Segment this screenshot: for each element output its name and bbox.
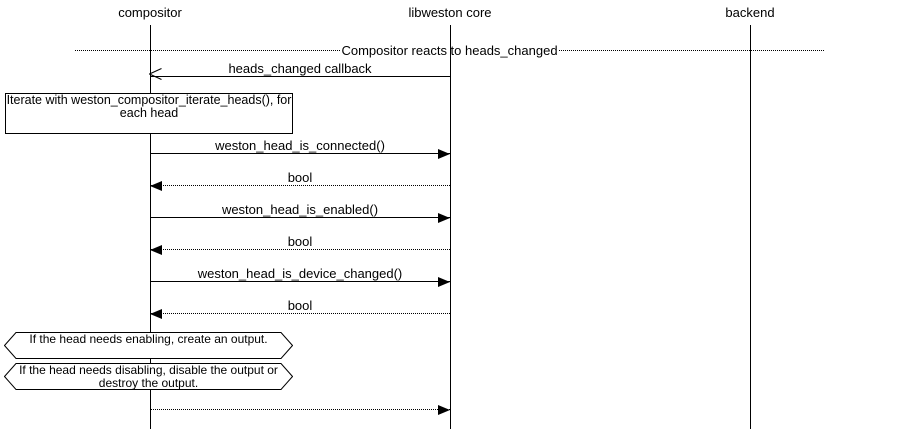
condition-enable-output: If the head needs enabling, create an ou… <box>4 332 293 359</box>
message-bool-return-3: bool <box>150 297 450 319</box>
divider-line-right <box>558 49 825 51</box>
message-line <box>150 281 450 282</box>
note-iterate-heads: Iterate with weston_compositor_iterate_h… <box>5 93 293 134</box>
filled-arrowhead-left-icon <box>150 181 162 191</box>
condition-label: If the head needs disabling, disable the… <box>19 363 278 390</box>
filled-arrowhead-left-icon <box>150 309 162 319</box>
message-final-return <box>150 393 450 415</box>
message-label: weston_head_is_device_changed() <box>197 266 403 281</box>
message-label: bool <box>287 234 313 249</box>
message-label: bool <box>287 298 313 313</box>
filled-arrowhead-right-icon <box>438 213 450 223</box>
filled-arrowhead-right-icon <box>438 277 450 287</box>
filled-arrowhead-left-icon <box>150 245 162 255</box>
filled-arrowhead-right-icon <box>438 405 450 415</box>
divider-label: Compositor reacts to heads_changed <box>341 42 558 58</box>
lifeline-backend <box>750 25 751 429</box>
lifeline-label-libweston-core: libweston core <box>408 5 492 20</box>
condition-disable-output: If the head needs disabling, disable the… <box>4 363 293 390</box>
message-label: heads_changed callback <box>228 61 372 76</box>
message-line <box>150 313 450 314</box>
divider: Compositor reacts to heads_changed <box>75 42 825 58</box>
open-arrowhead-left-icon <box>148 68 162 83</box>
message-label: weston_head_is_connected() <box>215 138 385 153</box>
hexagon-shape <box>4 332 293 359</box>
lifeline-label-backend: backend <box>725 5 775 20</box>
message-line <box>150 217 450 218</box>
message-label: weston_head_is_enabled() <box>221 202 379 217</box>
message-line <box>150 76 450 77</box>
message-line <box>150 185 450 186</box>
filled-arrowhead-right-icon <box>438 149 450 159</box>
message-heads-changed-callback: heads_changed callback <box>148 60 450 80</box>
lifeline-label-compositor: compositor <box>118 5 182 20</box>
message-label: bool <box>287 170 313 185</box>
message-weston-head-is-enabled: weston_head_is_enabled() <box>150 201 450 223</box>
message-line <box>150 249 450 250</box>
message-line <box>150 409 450 410</box>
message-weston-head-is-device-changed: weston_head_is_device_changed() <box>150 265 450 287</box>
message-weston-head-is-connected: weston_head_is_connected() <box>150 137 450 159</box>
message-bool-return-2: bool <box>150 233 450 255</box>
condition-label: If the head needs enabling, create an ou… <box>29 332 268 346</box>
lifeline-libweston-core <box>450 25 451 429</box>
lifeline-compositor <box>150 25 151 429</box>
message-line <box>150 153 450 154</box>
hexagon-shape <box>4 363 293 390</box>
divider-line-left <box>75 49 341 51</box>
message-bool-return-1: bool <box>150 169 450 191</box>
